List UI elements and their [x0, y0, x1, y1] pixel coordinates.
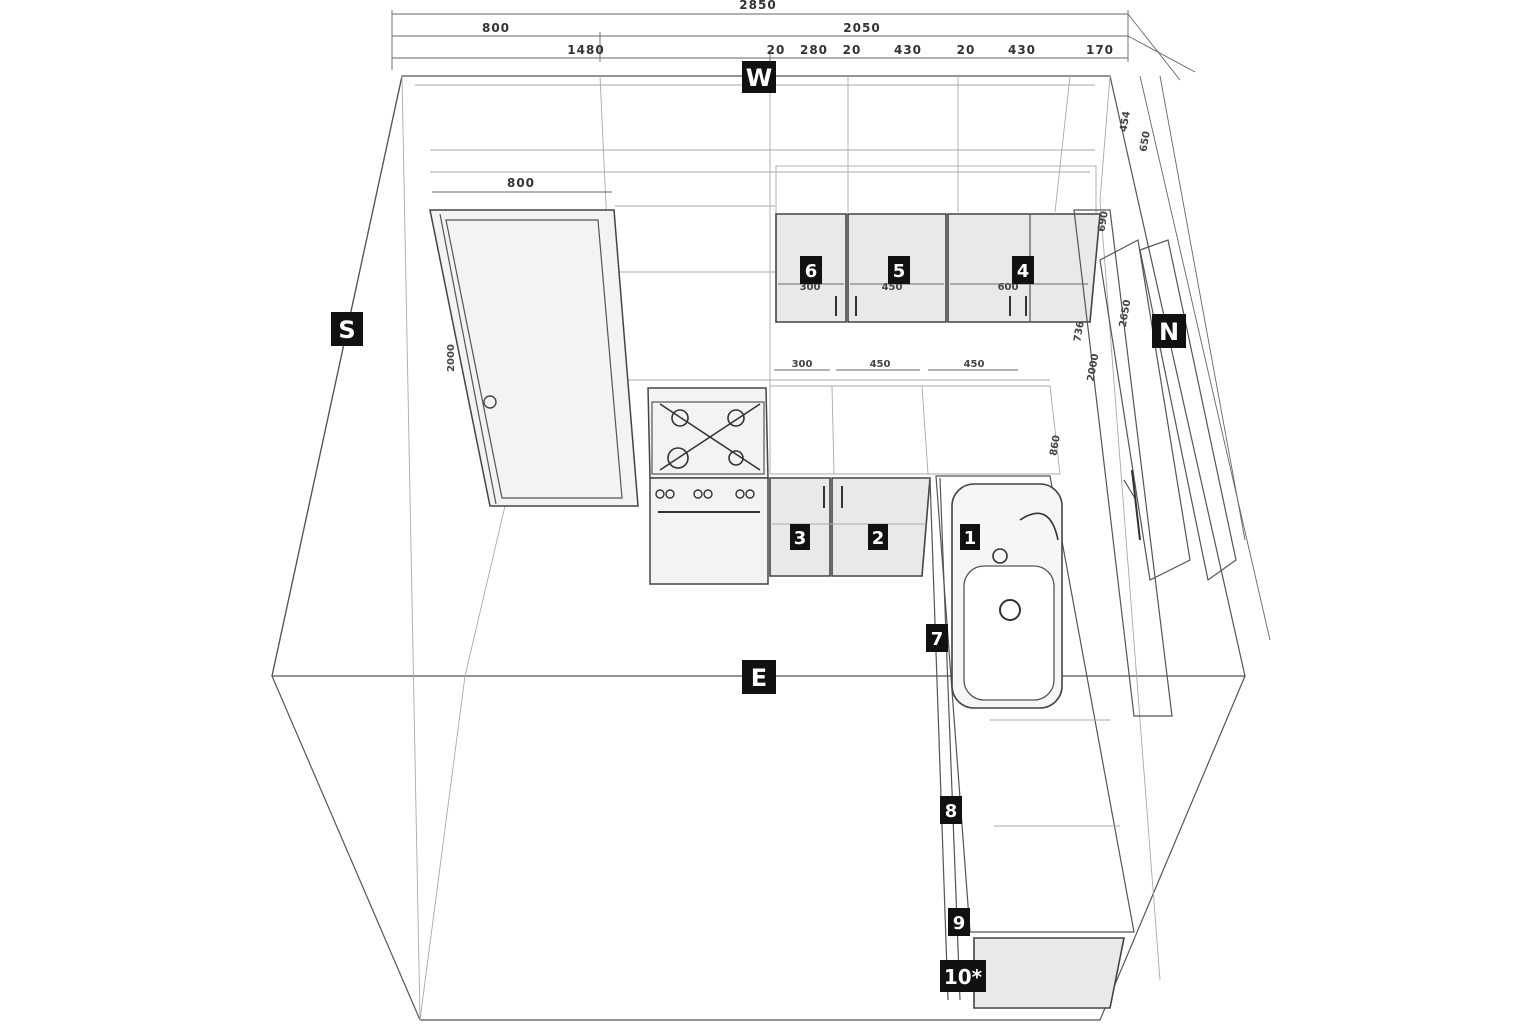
- dim-height-454: 454: [1118, 110, 1132, 133]
- dim-height-860: 860: [1048, 434, 1062, 457]
- dim-total-width: 2850: [739, 0, 776, 12]
- compass-east-badge: E: [742, 660, 776, 694]
- dim-gap-a: 20: [767, 43, 786, 57]
- north-wall-window: [1073, 75, 1271, 717]
- svg-text:S: S: [338, 316, 355, 344]
- gas-stove: [647, 387, 769, 585]
- dim-gap-b: 20: [843, 43, 862, 57]
- top-dimensions: 2850 800 2050 1480 20 280 20 430 20 430 …: [391, 0, 1196, 81]
- dim-height-2650: 2650: [1118, 299, 1134, 328]
- dim-cab-430b: 430: [1008, 43, 1036, 57]
- dim-wall-cab-300: 300: [800, 282, 821, 293]
- dim-offset: 1480: [567, 43, 604, 57]
- dim-door-height: 2000: [446, 344, 457, 372]
- dim-height-650: 650: [1138, 130, 1152, 153]
- stove-knob-icon: [655, 489, 755, 499]
- svg-text:N: N: [1159, 318, 1179, 346]
- dim-height-2000-right: 2000: [1086, 353, 1102, 382]
- dim-cab-280: 280: [800, 43, 828, 57]
- compass-south-badge: S: [331, 312, 363, 346]
- burner-icon: [659, 403, 761, 471]
- cabinet-label-1: 1: [960, 524, 980, 550]
- svg-text:1: 1: [964, 528, 977, 549]
- cabinet-label-6: 6: [800, 256, 822, 284]
- cabinet-label-9: 9: [948, 908, 970, 936]
- dim-wall-cab-600: 600: [998, 282, 1019, 293]
- compass-west-badge: W: [742, 61, 776, 93]
- dim-base-450a: 450: [870, 359, 891, 370]
- entry-door: 800 2000: [429, 176, 639, 507]
- compass-north-badge: N: [1152, 314, 1186, 348]
- dim-end-170: 170: [1086, 43, 1114, 57]
- dim-gap-c: 20: [957, 43, 976, 57]
- cabinet-label-7: 7: [926, 624, 948, 652]
- dim-base-300: 300: [792, 359, 813, 370]
- cabinet-label-5: 5: [888, 256, 910, 284]
- dim-height-690: 690: [1096, 210, 1110, 233]
- svg-text:8: 8: [945, 801, 958, 822]
- dim-height-736: 736: [1072, 320, 1086, 343]
- side-dimensions: 454 650 690 736 2000 860 2650: [1048, 110, 1152, 457]
- svg-text:3: 3: [794, 528, 807, 549]
- sink-run: [929, 475, 1135, 1009]
- svg-text:2: 2: [872, 528, 885, 549]
- svg-text:10*: 10*: [944, 965, 983, 989]
- cabinet-label-3: 3: [790, 524, 810, 550]
- svg-text:4: 4: [1017, 261, 1030, 282]
- cabinet-label-4: 4: [1012, 256, 1034, 284]
- svg-text:E: E: [751, 664, 767, 692]
- cabinet-label-10: 10*: [940, 960, 986, 992]
- svg-text:9: 9: [953, 913, 966, 934]
- cabinet-label-8: 8: [940, 796, 962, 824]
- dim-base-450b: 450: [964, 359, 985, 370]
- svg-text:5: 5: [893, 261, 906, 282]
- dim-right-segment: 2050: [843, 21, 880, 35]
- dim-left-segment: 800: [482, 21, 510, 35]
- wall-cabinets: 300 450 600: [775, 165, 1101, 323]
- svg-text:7: 7: [931, 629, 944, 650]
- sink-icon: [951, 483, 1063, 709]
- dim-cab-430a: 430: [894, 43, 922, 57]
- door-handle-icon: [483, 395, 497, 409]
- cabinet-label-2: 2: [868, 524, 888, 550]
- room-outline: [271, 75, 1246, 1021]
- svg-text:W: W: [746, 64, 772, 92]
- dim-wall-cab-450: 450: [882, 282, 903, 293]
- svg-text:6: 6: [805, 261, 818, 282]
- dim-door-width: 800: [507, 176, 535, 190]
